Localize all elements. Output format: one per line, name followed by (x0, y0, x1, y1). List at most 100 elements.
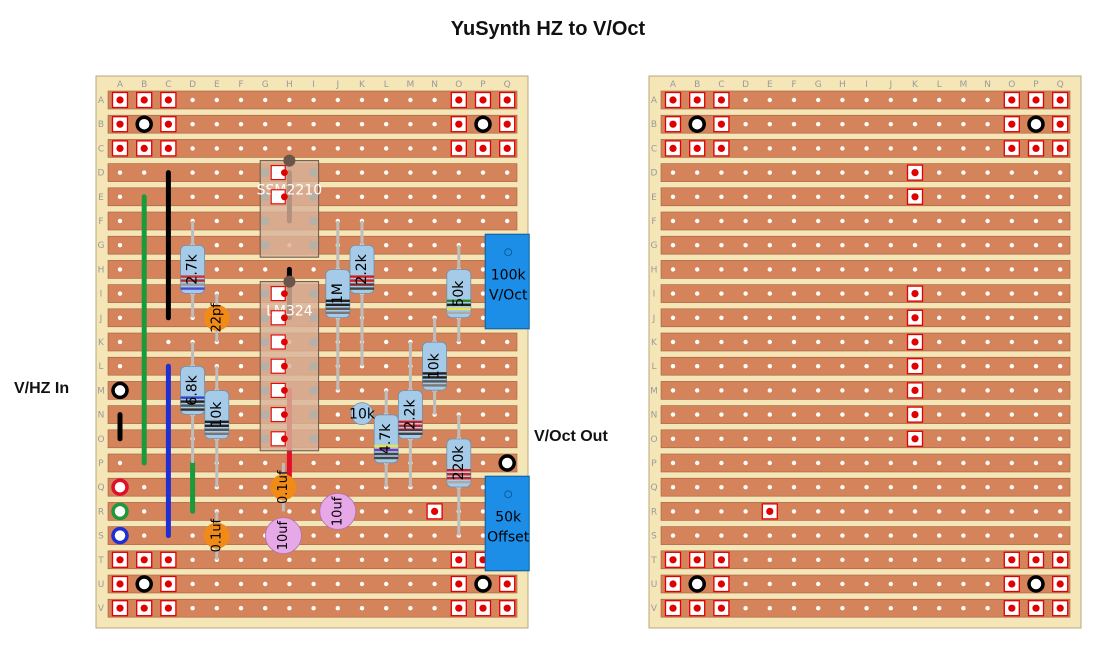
cuts-hole (840, 485, 845, 490)
layout-row-label: K (98, 338, 105, 348)
trimpot-value: 100k (491, 268, 527, 284)
layout-hole (359, 460, 365, 466)
cuts-column-label: J (888, 80, 892, 90)
layout-track-cut-dot (455, 144, 463, 152)
layout-hole (408, 291, 413, 296)
cuts-hole (961, 388, 966, 393)
cuts-hole (670, 412, 676, 417)
cuts-hole (961, 97, 966, 103)
cuts-hole (864, 388, 869, 393)
layout-row-label: J (99, 314, 103, 324)
cuts-hole (816, 194, 821, 199)
cuts-hole (816, 388, 821, 393)
cuts-hole (816, 243, 821, 248)
cuts-track-cut-dot (717, 556, 726, 564)
cuts-hole (1009, 315, 1014, 320)
cuts-hole (840, 267, 845, 272)
cuts-column-label: L (937, 80, 942, 90)
cuts-hole (840, 606, 845, 611)
cuts-hole (695, 485, 700, 490)
cuts-hole (670, 291, 676, 296)
cuts-hole (840, 218, 845, 224)
cuts-hole (816, 170, 821, 175)
cuts-hole (719, 533, 724, 538)
cuts-hole (767, 460, 772, 466)
layout-hole (311, 557, 316, 562)
layout-hole (238, 412, 244, 417)
cuts-hole (816, 436, 821, 441)
layout-hole (480, 364, 486, 369)
cuts-hole (961, 170, 966, 175)
cuts-track-cut-dot (669, 96, 677, 104)
cuts-hole (937, 267, 942, 272)
layout-column-label: C (165, 80, 171, 90)
cuts-hole (912, 557, 918, 562)
cuts-track-cut-dot (1056, 96, 1064, 104)
resistor-band (398, 424, 423, 427)
cuts-track-cut-dot (1008, 144, 1016, 152)
layout-hole (142, 170, 147, 175)
layout-hole (384, 606, 389, 611)
cuts-hole (840, 509, 845, 514)
cuts-hole (840, 581, 845, 587)
cuts-hole (912, 97, 918, 103)
cuts-hole (695, 291, 700, 296)
chip-pad-dot (281, 338, 288, 346)
cuts-hole (816, 122, 821, 127)
cuts-hole (695, 364, 700, 369)
cuts-hole (1009, 364, 1014, 369)
layout-hole (384, 509, 389, 514)
cuts-hole (1058, 460, 1063, 466)
layout-hole (456, 170, 461, 175)
cuts-column-label: G (815, 80, 822, 90)
layout-hole (335, 533, 340, 538)
cuts-hole (1033, 170, 1039, 175)
layout-hole (190, 606, 195, 611)
cuts-track-cut-dot (1056, 120, 1064, 128)
layout-hole (384, 194, 389, 199)
layout-hole (505, 364, 510, 369)
resistor-band (204, 432, 229, 435)
cuts-hole (912, 267, 918, 272)
cuts-hole (695, 412, 700, 417)
layout-hole (432, 146, 437, 151)
capacitor-body (319, 492, 357, 530)
cuts-hole (1058, 436, 1063, 441)
cuts-hole (864, 243, 869, 248)
power-terminal-positive (111, 478, 129, 496)
layout-hole (432, 194, 437, 199)
layout-hole (311, 485, 316, 490)
layout-hole (311, 606, 316, 611)
cuts-row-label: B (651, 120, 657, 130)
cuts-mounting-hole (688, 115, 706, 133)
capacitor-value: 0.1uf (209, 518, 224, 552)
cuts-hole (670, 509, 676, 514)
layout-track-cut-dot (116, 144, 124, 152)
resistor-value: 2.2k (402, 399, 418, 430)
electrolytic-capacitor: 10uf (319, 492, 357, 530)
resistor-band (350, 279, 374, 282)
cuts-hole (767, 243, 772, 248)
cuts-track-cut-dot (669, 144, 677, 152)
cuts-hole (791, 339, 797, 345)
cuts-hole (985, 97, 990, 103)
cuts-track-cut-dot (911, 169, 919, 177)
cuts-hole (791, 388, 797, 393)
cuts-hole (670, 315, 676, 320)
layout-track-cut-dot (479, 144, 487, 152)
layout-track-cut-dot (116, 580, 124, 588)
resistor-band (422, 372, 447, 375)
cuts-track-cut-dot (766, 507, 774, 515)
cuts-row-label: O (650, 435, 657, 445)
cuts-hole (670, 485, 676, 490)
cuts-hole (1033, 267, 1039, 272)
layout-hole (408, 581, 413, 587)
cuts-hole (888, 485, 893, 490)
layout-hole (408, 194, 413, 199)
resistor-band (446, 473, 471, 476)
ceramic-capacitor: 22pf (203, 303, 230, 332)
cuts-hole (937, 218, 942, 224)
layout-hole (359, 606, 365, 611)
cuts-hole (695, 243, 700, 248)
